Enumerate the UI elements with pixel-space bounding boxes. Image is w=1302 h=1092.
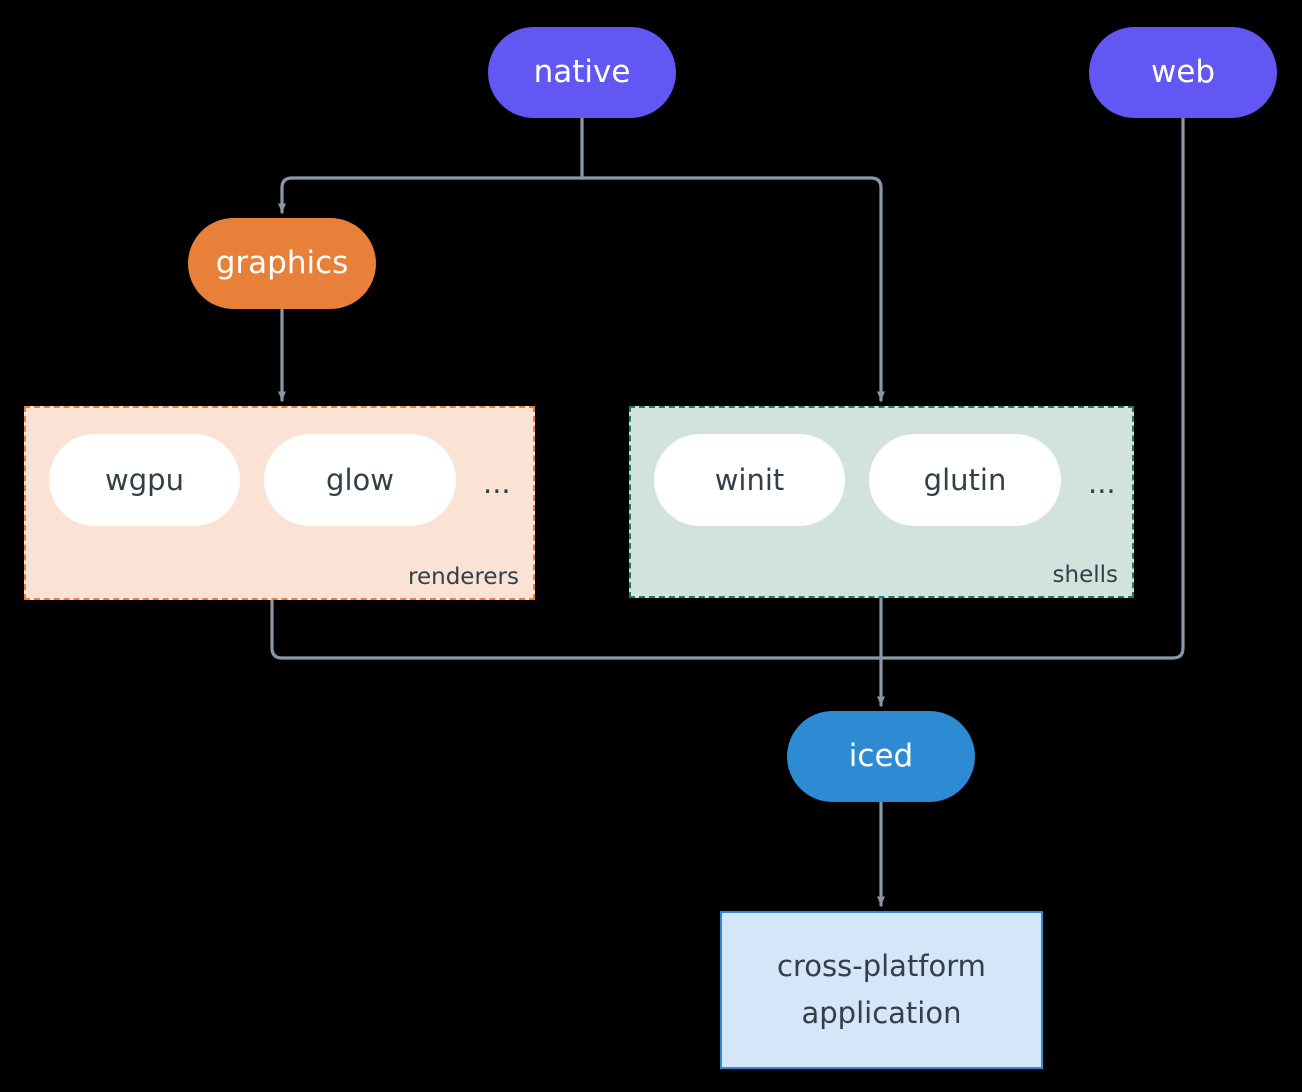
node-web-label: web bbox=[1150, 53, 1216, 90]
leaf-pill-glutin-label: glutin bbox=[923, 463, 1007, 497]
node-native-label: native bbox=[533, 53, 631, 90]
node-native[interactable]: native bbox=[488, 27, 676, 118]
leaf-pill-winit-label: winit bbox=[714, 463, 785, 497]
cluster-renderers-label: renderers bbox=[408, 564, 519, 590]
node-application-text: cross-platform application bbox=[777, 943, 986, 1037]
shells-overflow-ellipsis: ... bbox=[1088, 466, 1116, 500]
edge-native-to-shells bbox=[580, 176, 885, 402]
edge-renderers-to-iced bbox=[270, 598, 883, 660]
cluster-shells-label: shells bbox=[1052, 562, 1118, 588]
renderers-overflow-ellipsis: ... bbox=[483, 466, 511, 500]
node-graphics-label: graphics bbox=[215, 244, 349, 281]
node-cross-platform-application[interactable]: cross-platform application bbox=[720, 911, 1043, 1069]
leaf-pill-glow[interactable]: glow bbox=[264, 434, 456, 526]
node-application-line2: application bbox=[801, 996, 962, 1030]
node-iced-label: iced bbox=[848, 737, 914, 774]
node-application-line1: cross-platform bbox=[777, 949, 986, 984]
leaf-pill-winit[interactable]: winit bbox=[654, 434, 845, 526]
cluster-shells: winit glutin ... shells bbox=[629, 406, 1134, 598]
node-graphics[interactable]: graphics bbox=[188, 218, 376, 309]
leaf-pill-glow-label: glow bbox=[326, 463, 394, 497]
node-iced[interactable]: iced bbox=[787, 711, 975, 802]
node-web[interactable]: web bbox=[1089, 27, 1277, 118]
leaf-pill-glutin[interactable]: glutin bbox=[869, 434, 1061, 526]
leaf-pill-wgpu-label: wgpu bbox=[105, 463, 184, 497]
edge-native-to-graphics bbox=[278, 176, 584, 214]
leaf-pill-wgpu[interactable]: wgpu bbox=[49, 434, 240, 526]
cluster-renderers: wgpu glow ... renderers bbox=[24, 406, 535, 600]
